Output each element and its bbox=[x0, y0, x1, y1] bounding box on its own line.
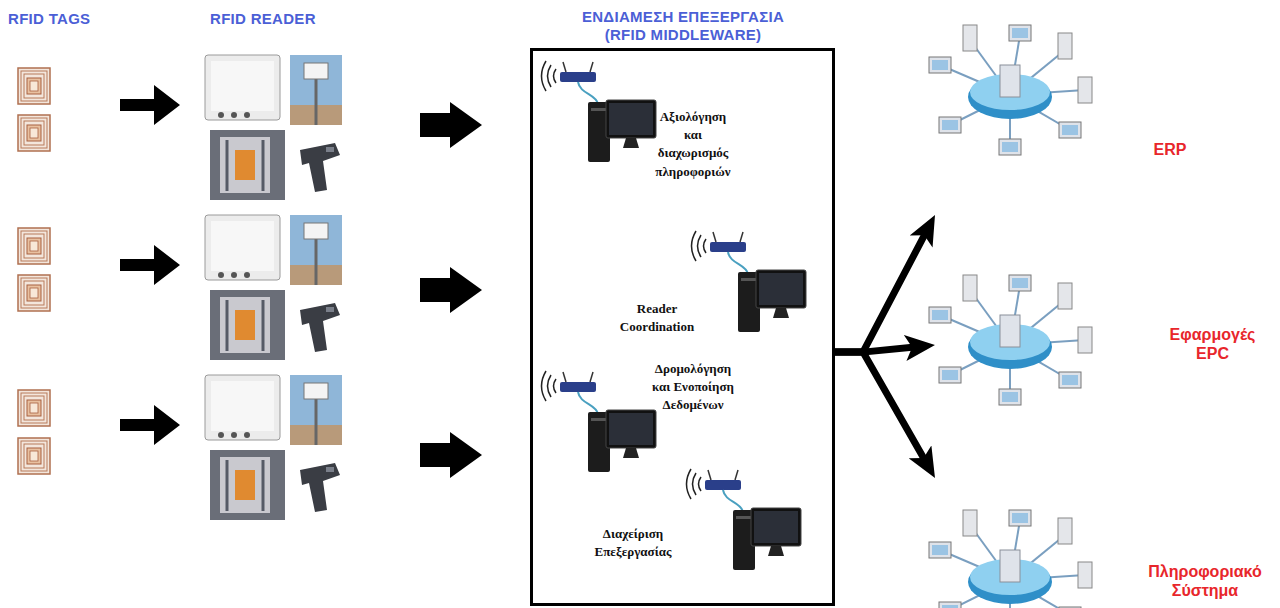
block-arrow bbox=[420, 102, 482, 148]
function-label: Reader Coordination bbox=[607, 300, 707, 336]
rfid-tag bbox=[18, 68, 50, 104]
function-label: Δρομολόγηση και Ενοποίηση Δεδομένων bbox=[650, 360, 736, 415]
network-system: Εφαρμογές EPC bbox=[935, 280, 1280, 410]
system-label: Πληροφοριακό Σύστημα bbox=[1135, 562, 1275, 600]
reader-photos bbox=[205, 215, 343, 360]
reader-photos bbox=[205, 55, 343, 200]
function-label: Αξιολόγηση και διαχωρισμός πληροφοριών bbox=[650, 108, 736, 181]
system-label: ERP bbox=[1120, 140, 1220, 159]
router-computer-icon bbox=[692, 231, 807, 332]
block-arrow bbox=[120, 405, 180, 445]
middleware-box: ΕΝΔΙΑΜΕΣΗ ΕΠΕΞΕΡΓΑΣΙΑ (RFID MIDDLEWARE)Α… bbox=[530, 48, 835, 606]
column-heading: RFID TAGS bbox=[8, 10, 90, 27]
block-arrow bbox=[120, 245, 180, 285]
block-arrow bbox=[420, 432, 482, 478]
rfid-tag bbox=[18, 390, 50, 426]
router-computer-icon bbox=[687, 469, 802, 570]
block-arrow bbox=[120, 85, 180, 125]
rfid-tag bbox=[18, 228, 50, 264]
reader-photos bbox=[205, 375, 343, 520]
router-computer-icon bbox=[542, 371, 657, 472]
section-heading: ΕΝΔΙΑΜΕΣΗ ΕΠΕΞΕΡΓΑΣΙΑ (RFID MIDDLEWARE) bbox=[563, 8, 803, 44]
router-computer-icon bbox=[542, 61, 657, 162]
flow-arrow bbox=[835, 352, 930, 469]
rfid-tag bbox=[18, 275, 50, 311]
system-label: Εφαρμογές EPC bbox=[1160, 325, 1265, 363]
network-system: Πληροφοριακό Σύστημα bbox=[935, 455, 1280, 608]
network-system: ERP bbox=[935, 35, 1280, 235]
rfid-tag bbox=[18, 438, 50, 474]
network-icon bbox=[929, 275, 1092, 405]
network-icon bbox=[929, 510, 1092, 608]
network-icon bbox=[929, 25, 1092, 155]
function-label: Διαχείριση Επεξεργασίας bbox=[580, 525, 686, 561]
rfid-tag bbox=[18, 115, 50, 151]
flow-arrow bbox=[835, 224, 930, 352]
column-heading: RFID READER bbox=[210, 10, 316, 27]
block-arrow bbox=[420, 267, 482, 313]
